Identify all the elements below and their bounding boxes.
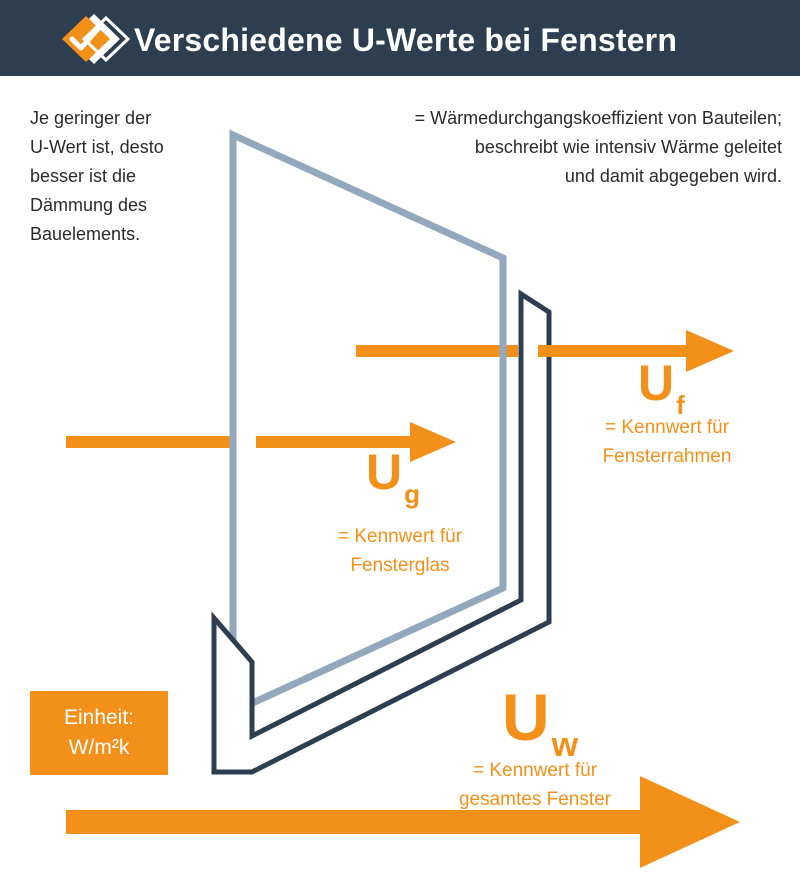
uf-arrow-tail: [356, 345, 518, 357]
page-title: Verschiedene U-Werte bei Fenstern: [134, 22, 678, 58]
ug-arrow-head: [256, 422, 456, 462]
left-note-line: U-Wert ist, desto: [30, 137, 164, 157]
uw-label-sub: w: [551, 726, 579, 764]
ug-label-sub: g: [404, 479, 420, 509]
uf-label-sub: f: [676, 390, 685, 420]
ug-description-line: Fensterglas: [350, 555, 450, 576]
right-note-line: = Wärmedurchgangskoeffizient von Bauteil…: [414, 108, 782, 128]
right-note-line: beschreibt wie intensiv Wärme geleitet: [474, 137, 782, 157]
uf-description-line: Fensterrahmen: [602, 446, 732, 467]
uf-description-line: = Kennwert für: [604, 417, 730, 438]
header-bar: Verschiedene U-Werte bei Fenstern: [0, 0, 800, 76]
unit-value: W/m²k: [68, 736, 130, 759]
left-note-line: Dämmung des: [30, 195, 148, 215]
uw-description-line: = Kennwert für: [472, 760, 598, 781]
window-frame: [211, 289, 552, 775]
left-note-line: Bauelements.: [30, 224, 141, 244]
right-note-line: und damit abgegeben wird.: [564, 166, 782, 186]
ug-description: = Kennwert für Fensterglas: [300, 522, 500, 580]
ug-label: Ug: [366, 444, 420, 509]
uw-arrow: [66, 776, 740, 868]
left-note: Je geringer der U-Wert ist, desto besser…: [30, 104, 205, 249]
right-note: = Wärmedurchgangskoeffizient von Bauteil…: [312, 104, 782, 191]
left-note-line: Je geringer der: [30, 108, 152, 128]
unit-label: Einheit:: [63, 706, 135, 729]
uf-label: Uf: [638, 355, 685, 420]
ug-label-main: U: [366, 444, 403, 500]
checkmark-diamond-logo-icon: [62, 14, 130, 64]
uf-arrow-head: [538, 330, 734, 372]
ug-description-line: = Kennwert für: [337, 526, 463, 547]
left-note-line: besser ist die: [30, 166, 137, 186]
uw-description-line: gesamtes Fenster: [458, 789, 612, 810]
uw-label-main: U: [502, 680, 550, 754]
uw-label: Uw: [502, 684, 578, 764]
glass-pane: [229, 129, 507, 718]
unit-box: Einheit: W/m²k: [30, 691, 168, 775]
ug-arrow-tail: [66, 436, 230, 448]
uf-description: = Kennwert für Fensterrahmen: [567, 413, 767, 471]
uw-description: = Kennwert für gesamtes Fenster: [430, 756, 640, 814]
uf-label-main: U: [638, 355, 675, 411]
